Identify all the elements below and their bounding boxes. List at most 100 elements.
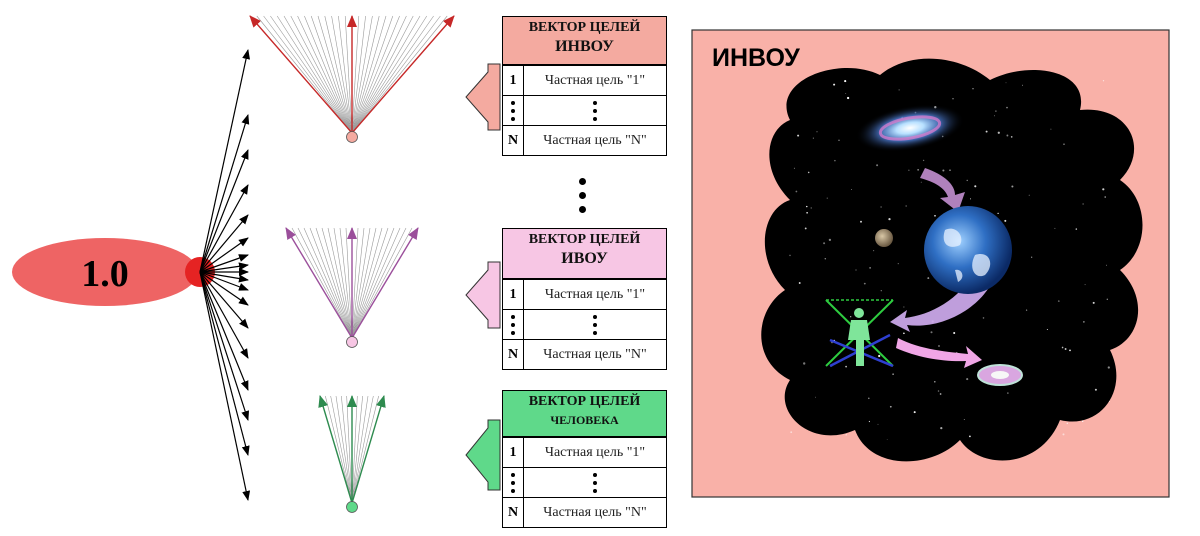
fan-main-arrow [285,227,353,339]
star [807,171,810,174]
source-arrow [199,271,249,329]
fan-thin-line [351,15,394,134]
fan-thin-line [351,227,359,339]
fan-main-arrow [318,395,353,504]
star [982,317,985,319]
star [873,250,875,252]
star [905,205,907,207]
fan-thin-line [351,227,413,339]
fan-thin-line [351,227,383,339]
fan-thin-line [270,15,353,134]
star [953,331,956,335]
star [917,169,919,171]
star [920,181,922,183]
star [790,431,793,434]
moon-image [875,229,893,247]
star [855,269,857,271]
star [1057,300,1060,302]
fan-thin-line [351,395,374,504]
star [797,134,800,137]
source-arrow [199,254,249,273]
fan-thin-line [351,15,400,134]
fan-thin-line [345,227,353,339]
star [868,397,870,400]
star [798,282,801,284]
goal-table-human: ВЕКТОР ЦЕЛЕЙ ЧЕЛОВЕКА 1 Частная цель "1"… [502,390,667,528]
fan-thin-line [351,227,377,339]
goal-table-title-line2: ИВОУ [561,250,608,267]
fan-thin-line [351,227,371,339]
star [963,419,965,420]
star [850,316,852,318]
star [994,115,995,117]
source-arrow [199,271,251,501]
fan-thin-line [351,15,360,134]
star [824,257,827,260]
row-text: Частная цель "1" [544,286,646,302]
goal-fan-human [318,395,386,513]
star [1106,264,1108,266]
fan-thin-line [344,15,353,134]
star [878,354,881,358]
fan-thin-line [291,227,353,339]
fan-thin-line [317,15,353,134]
fan-main-arrow [351,15,455,134]
star [1083,321,1085,323]
goal-table-title-line1: ВЕКТОР ЦЕЛЕЙ [528,232,641,247]
star [1062,433,1065,436]
star [969,198,972,200]
block-arrow-ivou [465,261,501,329]
star [939,393,942,395]
row-text: Частная цель "N" [543,132,647,148]
fan-thin-line [351,227,407,339]
table-row: N Частная цель "N" [503,125,666,155]
star [795,190,798,193]
fan-thin-line [327,227,353,339]
star [1004,219,1007,222]
star [968,435,971,438]
star [1075,228,1078,230]
fan-thin-line [339,227,353,339]
row-index-ellipsis [503,310,524,339]
star [997,131,1000,134]
star [1081,420,1084,423]
star [833,83,836,86]
star [886,439,888,440]
fan-thin-line [321,227,353,339]
goal-table-title-line2: ЧЕЛОВЕКА [550,413,619,427]
star [863,282,866,285]
row-text: Частная цель "1" [544,444,646,460]
star [844,80,847,83]
star [1108,401,1111,403]
table-row [503,95,666,125]
star [898,89,900,91]
row-index-ellipsis [503,96,524,125]
star [888,217,891,221]
source-arrow [199,271,249,291]
fan-thin-line [290,15,353,134]
fan-thin-line [341,395,353,504]
table-row: 1 Частная цель "1" [503,437,666,467]
star [834,159,836,162]
star [903,332,905,335]
star [1063,143,1065,145]
fan-thin-line [256,15,353,134]
star [880,290,882,292]
source-arrow [199,184,249,273]
source-ellipse [12,238,198,306]
source-arrow [199,271,250,421]
fan-thin-line [276,15,353,134]
star [930,331,933,334]
row-index: 1 [503,280,524,309]
star [1102,188,1105,191]
fan-thin-line [351,15,373,134]
fan-thin-line [331,15,353,134]
star [1050,128,1052,130]
star [880,206,882,208]
star [908,169,910,171]
row-text: Частная цель "N" [543,504,647,520]
row-index-ellipsis [503,468,524,497]
star [892,373,894,375]
star [803,362,806,365]
fan-thin-line [351,15,421,134]
